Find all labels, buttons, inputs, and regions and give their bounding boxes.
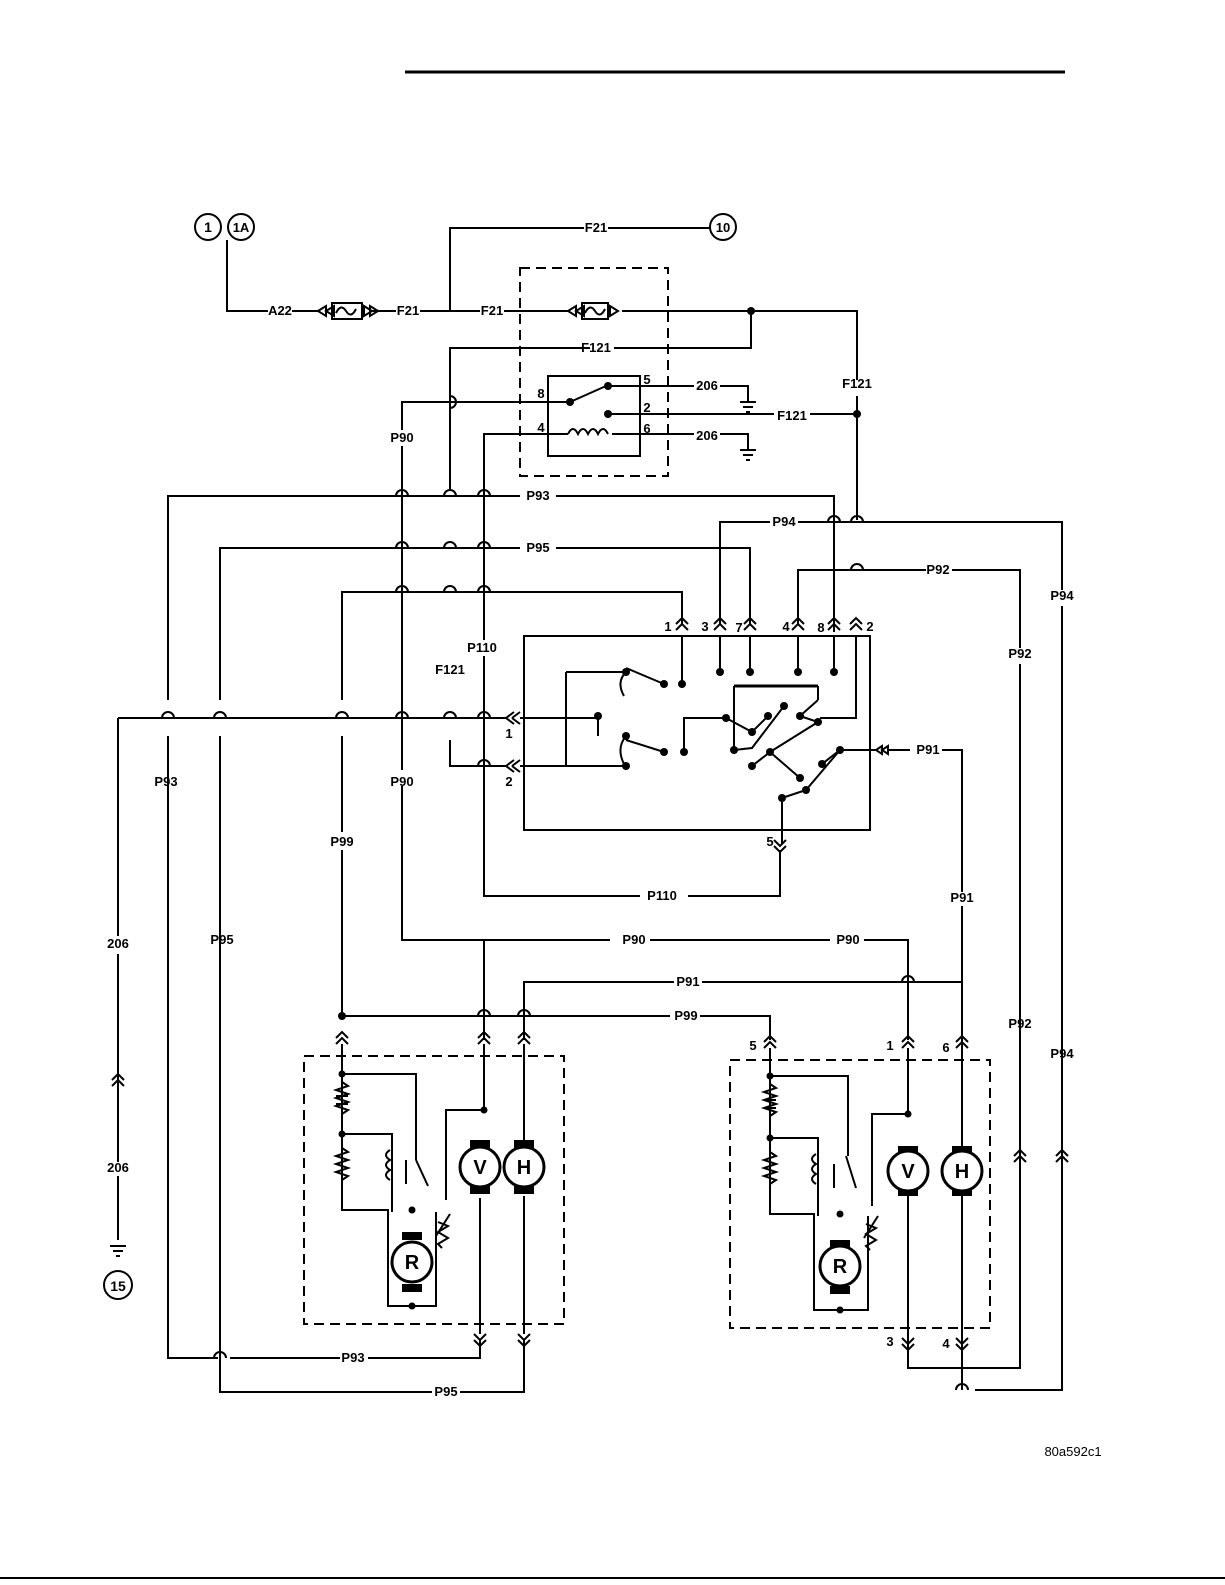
- label-p91-right: P91: [916, 742, 939, 757]
- label-206-a: 206: [696, 378, 718, 393]
- label-p90-left: P90: [390, 774, 413, 789]
- label-p94-lower: P94: [1050, 1046, 1074, 1061]
- svg-text:V: V: [901, 1161, 915, 1183]
- ref-circle-15: 15: [104, 1271, 132, 1299]
- label-p93-bottom: P93: [341, 1350, 364, 1365]
- svg-text:4: 4: [942, 1336, 950, 1351]
- label-p90-top: P90: [390, 430, 413, 445]
- label-p110-top: P110: [467, 640, 497, 655]
- wire-f121-top: [450, 311, 751, 490]
- figure-id: 80a592c1: [1044, 1444, 1101, 1459]
- relay-pin-5: 5: [643, 372, 650, 387]
- svg-text:1: 1: [664, 619, 671, 634]
- label-f121-top: F121: [581, 340, 611, 355]
- label-p90-mid: P90: [622, 932, 645, 947]
- label-p93-left: P93: [154, 774, 177, 789]
- label-206-left-b: 206: [107, 1160, 129, 1175]
- relay-pin-8: 8: [537, 386, 544, 401]
- switch-pin-5: 5: [766, 834, 773, 849]
- ground-symbol-a: [740, 402, 756, 412]
- svg-text:H: H: [517, 1157, 531, 1179]
- left-module-connectors: [336, 1032, 530, 1346]
- left-motor-v: V: [460, 1140, 500, 1194]
- label-f121-left: F121: [435, 662, 465, 677]
- switch-internals: [566, 636, 876, 844]
- label-206-left-a: 206: [107, 936, 129, 951]
- switch-left-pin-2: 2: [505, 774, 512, 789]
- switch-left-pin-1: 1: [505, 726, 512, 741]
- svg-text:3: 3: [701, 619, 708, 634]
- relay-pin-4: 4: [537, 420, 545, 435]
- svg-text:R: R: [833, 1256, 848, 1278]
- svg-text:3: 3: [886, 1334, 893, 1349]
- svg-text:1: 1: [204, 219, 212, 235]
- fuse-2: [568, 303, 618, 319]
- label-f21-b: F21: [481, 303, 503, 318]
- svg-text:6: 6: [942, 1040, 949, 1055]
- label-f21-c: F21: [585, 220, 607, 235]
- label-p110-bottom: P110: [647, 888, 677, 903]
- label-p92-top: P92: [926, 562, 949, 577]
- right-motor-v: V: [888, 1146, 928, 1196]
- ground-symbol-left: [110, 1246, 126, 1256]
- control-switch-box: [524, 636, 870, 830]
- left-motor-r: R: [392, 1232, 432, 1292]
- label-a22: A22: [268, 303, 292, 318]
- label-p90-right: P90: [836, 932, 859, 947]
- fuse-1: [318, 303, 378, 319]
- label-p95-bottom: P95: [434, 1384, 457, 1399]
- label-p92-right: P92: [1008, 646, 1031, 661]
- label-p91-mid: P91: [950, 890, 973, 905]
- label-p94-top: P94: [772, 514, 796, 529]
- label-f121-relay: F121: [777, 408, 807, 423]
- wire-a22-f21-feed: [227, 228, 857, 380]
- svg-text:5: 5: [749, 1038, 756, 1053]
- label-p93-top: P93: [526, 488, 549, 503]
- ref-circle-1a: 1A: [228, 214, 254, 240]
- relay: [548, 376, 640, 456]
- label-p95-top: P95: [526, 540, 549, 555]
- relay-pin-2: 2: [643, 400, 650, 415]
- label-p99-mid: P99: [674, 1008, 697, 1023]
- svg-text:7: 7: [735, 620, 742, 635]
- svg-text:8: 8: [817, 620, 824, 635]
- label-p94-right: P94: [1050, 588, 1074, 603]
- ground-symbol-b: [740, 450, 756, 460]
- ref-circle-10: 10: [710, 214, 736, 240]
- svg-text:1A: 1A: [233, 220, 250, 235]
- svg-text:4: 4: [782, 619, 790, 634]
- svg-text:R: R: [405, 1252, 420, 1274]
- svg-text:15: 15: [110, 1278, 126, 1294]
- label-p99-left: P99: [330, 834, 353, 849]
- svg-text:10: 10: [716, 220, 730, 235]
- label-p95-left: P95: [210, 932, 233, 947]
- label-f21-a: F21: [397, 303, 419, 318]
- right-motor-h: H: [942, 1146, 982, 1196]
- label-p91-lower: P91: [676, 974, 699, 989]
- label-f121-right: F121: [842, 376, 872, 391]
- label-p92-lower: P92: [1008, 1016, 1031, 1031]
- svg-text:H: H: [955, 1161, 969, 1183]
- right-motor-r: R: [820, 1240, 860, 1294]
- switch-top-pins: 1 3 7 4 8 2: [664, 618, 873, 635]
- ref-circle-1: 1: [195, 214, 221, 240]
- left-motor-h: H: [504, 1140, 544, 1194]
- label-206-b: 206: [696, 428, 718, 443]
- svg-text:2: 2: [866, 619, 873, 634]
- svg-text:1: 1: [886, 1038, 893, 1053]
- svg-text:V: V: [473, 1157, 487, 1179]
